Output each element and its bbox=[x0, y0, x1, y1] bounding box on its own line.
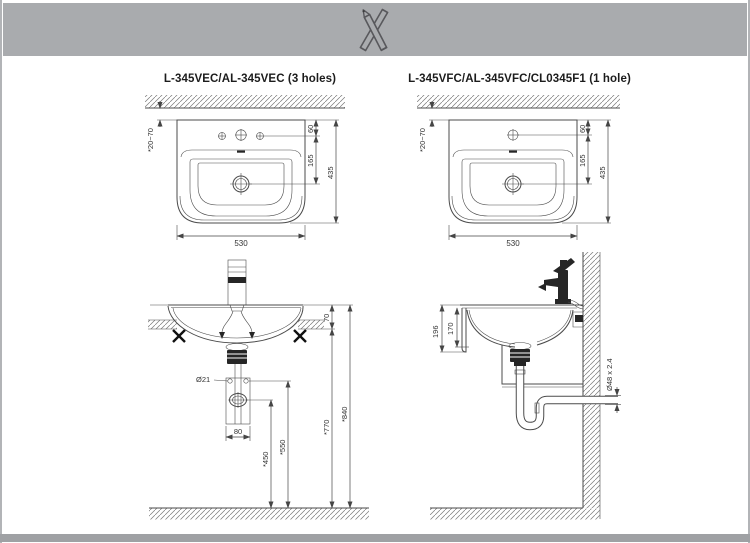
dim-bolt-height: *550 bbox=[278, 440, 287, 455]
basin-section bbox=[167, 304, 304, 344]
dim-counter-height: *770 bbox=[322, 420, 331, 435]
wall-hatch bbox=[145, 95, 345, 109]
drain-and-trap bbox=[508, 342, 618, 431]
right-frame-border bbox=[748, 0, 750, 543]
dim-depth: 435 bbox=[598, 166, 607, 179]
faucet-mixer bbox=[538, 258, 584, 310]
drain-plan bbox=[502, 173, 524, 195]
dim-depth-outer: 196 bbox=[431, 325, 440, 338]
sink-plan-outline bbox=[448, 119, 578, 224]
dimensions: *20~70 60 165 435 530 bbox=[146, 101, 339, 248]
faucet-holes bbox=[218, 129, 264, 141]
drain-plan bbox=[230, 173, 252, 195]
header-band bbox=[3, 3, 747, 56]
counter-section bbox=[148, 304, 335, 343]
dim-depth: 435 bbox=[326, 166, 335, 179]
title-right-model: L-345VFC/AL-345VFC/CL0345F1 (1 hole) bbox=[408, 73, 631, 85]
dimensions: 196 170 Ø48 x 2.4 bbox=[431, 304, 621, 413]
faucet-section bbox=[227, 259, 247, 312]
section-view-wall: 196 170 Ø48 x 2.4 bbox=[430, 252, 621, 520]
section-view-counter: Ø21 80 70 *770 *840 *550 *450 bbox=[148, 259, 369, 520]
sink-plan-outline bbox=[176, 119, 306, 224]
crossed-pencils-icon bbox=[359, 8, 389, 51]
dim-depth-inner: 170 bbox=[446, 322, 455, 335]
basin-section bbox=[460, 304, 583, 388]
dim-width: 530 bbox=[234, 239, 248, 248]
dimensions: Ø21 80 70 *770 *840 *550 *450 bbox=[196, 304, 353, 509]
footer-band bbox=[0, 534, 750, 542]
plan-view-1-hole: *20~70 60 165 435 530 bbox=[417, 95, 620, 248]
dim-drain-offset: 165 bbox=[578, 154, 587, 167]
dim-width: 530 bbox=[506, 239, 520, 248]
supply-hoses bbox=[219, 310, 255, 339]
dim-drain-offset: 165 bbox=[306, 154, 315, 167]
plan-view-3-holes: *20~70 60 165 435 530 bbox=[145, 95, 345, 248]
faucet-hole bbox=[507, 129, 519, 141]
dim-hole-offset: 60 bbox=[306, 125, 315, 133]
dim-plate-width: 80 bbox=[234, 427, 242, 436]
dim-trap-pipe: Ø48 x 2.4 bbox=[605, 358, 614, 391]
left-frame-border bbox=[0, 0, 2, 543]
dim-bolt-hole: Ø21 bbox=[196, 375, 210, 384]
wall-hatch bbox=[582, 252, 601, 519]
dim-hole-offset: 60 bbox=[578, 125, 587, 133]
dim-drain-height: *450 bbox=[261, 452, 270, 467]
dim-wall-gap: *20~70 bbox=[418, 128, 427, 152]
dim-rim-height: *840 bbox=[340, 407, 349, 422]
drain-assembly bbox=[225, 343, 251, 425]
title-left-model: L-345VEC/AL-345VEC (3 holes) bbox=[163, 73, 337, 85]
dim-rim-above-counter: 70 bbox=[322, 314, 331, 322]
wall-hatch bbox=[417, 95, 620, 109]
dimensions: *20~70 60 165 435 530 bbox=[418, 101, 611, 248]
floor-hatch bbox=[430, 507, 600, 520]
floor-hatch bbox=[149, 507, 369, 520]
dim-wall-gap: *20~70 bbox=[146, 128, 155, 152]
